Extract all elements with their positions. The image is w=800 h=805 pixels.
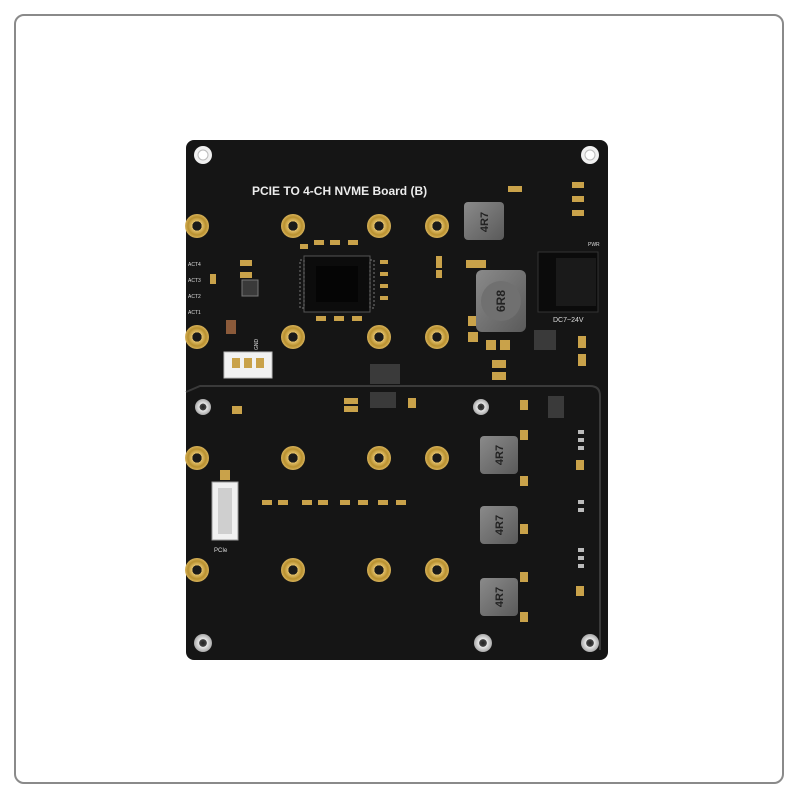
board-divider <box>185 385 601 650</box>
inductors-right: 4R7 4R7 4R7 <box>480 436 518 616</box>
dc-power-jack: DC7~24V PWR <box>537 242 600 324</box>
test-points <box>578 430 584 568</box>
mounting-holes <box>194 146 599 652</box>
pwr-led-label: PWR <box>588 242 600 248</box>
svg-text:4R7: 4R7 <box>479 212 491 232</box>
inductor-top: 4R7 <box>464 202 504 240</box>
svg-text:4R7: 4R7 <box>494 515 506 535</box>
pcb-body <box>186 140 608 660</box>
inductor-large: 6R8 <box>476 270 526 332</box>
power-label: DC7~24V <box>553 317 584 324</box>
board-title: PCIE TO 4-CH NVME Board (B) <box>252 184 427 198</box>
act-led-labels: ACT4 ACT3 ACT2 ACT1 <box>188 262 201 316</box>
pcie-label: PCIe <box>214 548 228 554</box>
resistor-row <box>262 500 406 505</box>
connector-label: GND <box>254 339 260 351</box>
act2-label: ACT2 <box>188 294 201 300</box>
svg-text:4R7: 4R7 <box>494 445 506 465</box>
gold-standoff-pads <box>185 214 449 582</box>
svg-text:6R8: 6R8 <box>494 290 508 312</box>
pcie-fpc-connector: PCIe <box>211 470 239 554</box>
ic-components <box>241 279 564 418</box>
act4-label: ACT4 <box>188 262 201 268</box>
chip-pins <box>299 259 375 309</box>
smd-components <box>210 182 586 622</box>
act1-label: ACT1 <box>188 310 201 316</box>
fan-connector: GND <box>223 339 273 379</box>
pcie-switch-chip <box>303 255 371 313</box>
svg-text:4R7: 4R7 <box>494 587 506 607</box>
act3-label: ACT3 <box>188 278 201 284</box>
